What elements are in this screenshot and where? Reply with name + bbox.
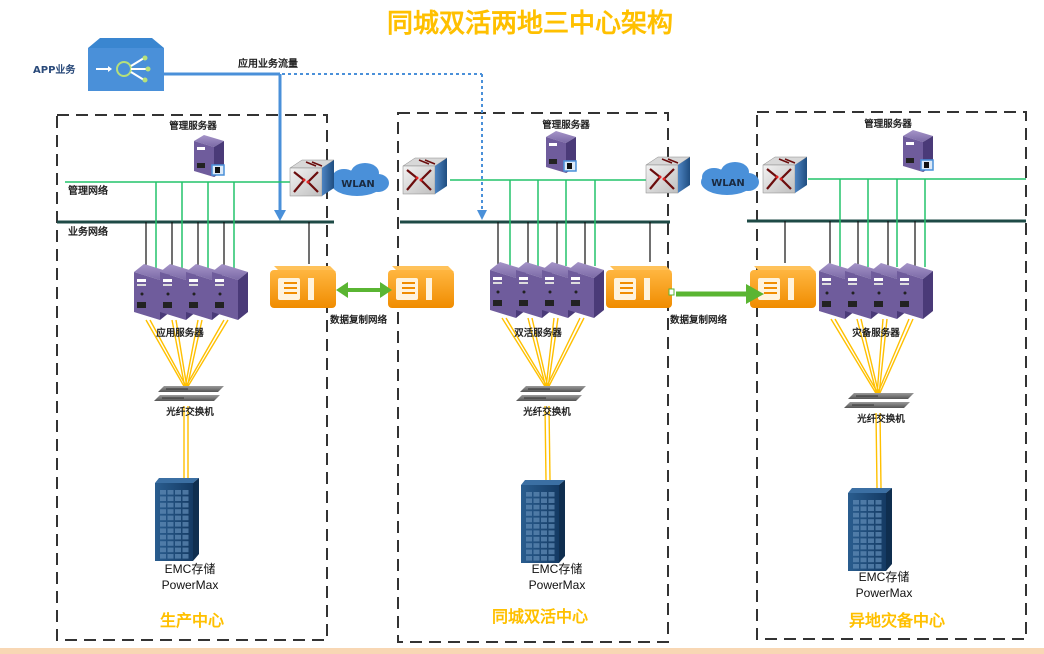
server-icon[interactable] <box>897 263 933 319</box>
fiber-link <box>544 405 547 481</box>
management-server-icon[interactable] <box>194 135 225 177</box>
fc-switch-label: 光纤交换机 <box>856 413 905 425</box>
fiber-link <box>876 318 910 396</box>
fiber-link <box>547 317 559 389</box>
fiber-link <box>878 318 888 396</box>
emc-storage-icon[interactable] <box>155 478 199 561</box>
fiber-link <box>145 319 186 389</box>
replication-gateway-icon[interactable] <box>606 266 672 308</box>
center-name-production: 生产中心 <box>160 611 224 630</box>
replication-arrow-bidirectional <box>336 282 392 298</box>
fiber-link <box>547 317 585 389</box>
center-1-devices <box>490 131 651 563</box>
fc-switch-label: 光纤交换机 <box>165 406 214 418</box>
storage-label-line1: EMC存储 <box>165 561 216 576</box>
fiber-link <box>184 319 225 389</box>
fiber-link <box>171 319 186 389</box>
fiber-link <box>860 318 880 396</box>
replication-arrow-one-way <box>668 284 764 304</box>
fiber-link <box>879 412 882 489</box>
arrow-down-icon <box>274 210 286 221</box>
router-icon[interactable] <box>289 159 335 197</box>
replication-label-2: 数据复制网络 <box>669 314 728 326</box>
app-load-balancer[interactable] <box>88 38 164 91</box>
wlan-label: WLAN <box>711 178 745 189</box>
center-name-disaster-recovery: 异地灾备中心 <box>849 611 945 630</box>
router-icon[interactable] <box>645 156 691 194</box>
center-box-production <box>56 114 328 641</box>
center-2-devices <box>784 130 934 571</box>
replication-gateway-icon[interactable] <box>750 266 816 308</box>
mgmt-server-label: 管理服务器 <box>864 118 912 130</box>
fiber-link <box>175 319 188 389</box>
center-0-devices <box>134 135 310 561</box>
app-label: APP业务 <box>33 63 76 76</box>
fiber-link <box>545 317 581 389</box>
replication-label-1: 数据复制网络 <box>329 314 388 326</box>
server-group-label: 双活服务器 <box>513 327 562 339</box>
server-group-label: 应用服务器 <box>156 327 204 339</box>
fiber-link <box>548 405 551 481</box>
fiber-link <box>149 319 188 389</box>
server-group-label: 灾备服务器 <box>852 327 900 339</box>
server-icon[interactable] <box>568 262 604 318</box>
storage-label-line1: EMC存储 <box>859 569 910 584</box>
management-server-icon[interactable] <box>546 131 577 173</box>
mgmt-server-label: 管理服务器 <box>542 119 590 131</box>
center-box-disaster-recovery <box>756 111 1027 640</box>
fiber-link <box>876 318 884 396</box>
app-flow-label: 应用业务流量 <box>238 57 298 70</box>
router-icon[interactable] <box>402 157 448 195</box>
fiber-link <box>527 317 547 389</box>
fiber-link <box>834 318 880 396</box>
fiber-link <box>545 317 555 389</box>
fiber-link <box>856 318 878 396</box>
wlan-label: WLAN <box>341 179 375 190</box>
emc-storage-icon[interactable] <box>521 480 565 563</box>
management-network-label: 管理网络 <box>68 184 108 197</box>
fiber-link <box>878 318 914 396</box>
fc-switch-icon[interactable] <box>154 386 224 401</box>
server-icon[interactable] <box>212 264 248 320</box>
fiber-link <box>501 317 547 389</box>
diagram-title: 同城双活两地三中心架构 <box>387 9 673 39</box>
management-server-icon[interactable] <box>903 130 934 172</box>
replication-gateway-icon[interactable] <box>270 266 336 308</box>
fc-switch-icon[interactable] <box>844 393 914 408</box>
fiber-link <box>875 412 878 489</box>
fiber-link <box>186 319 229 389</box>
router-icon[interactable] <box>762 156 808 194</box>
fiber-link <box>830 318 878 396</box>
arrow-down-icon <box>477 210 487 220</box>
slide-bottom-bar <box>0 648 1044 654</box>
fiber-link <box>186 319 203 389</box>
center-box-active-active <box>397 112 669 643</box>
mgmt-server-label: 管理服务器 <box>169 120 217 132</box>
business-network-label: 业务网络 <box>68 225 108 238</box>
wlan-cloud-1: WLAN <box>331 163 389 196</box>
storage-label-line2: PowerMax <box>856 586 913 600</box>
storage-label-line2: PowerMax <box>162 578 219 592</box>
wlan-cloud-2: WLAN <box>701 162 759 195</box>
fc-switch-icon[interactable] <box>516 386 586 401</box>
storage-label-line2: PowerMax <box>529 578 586 592</box>
center-name-active-active: 同城双活中心 <box>492 607 588 626</box>
fc-switch-label: 光纤交换机 <box>522 406 571 418</box>
fiber-link <box>531 317 549 389</box>
replication-gateway-icon[interactable] <box>388 266 454 308</box>
fiber-link <box>184 319 199 389</box>
storage-label-line1: EMC存储 <box>532 561 583 576</box>
fiber-link <box>505 317 549 389</box>
emc-storage-icon[interactable] <box>848 488 892 571</box>
